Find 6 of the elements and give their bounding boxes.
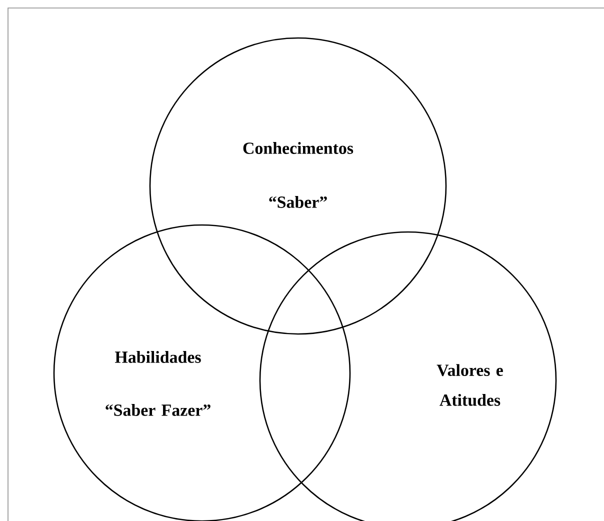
- circle-label: Conhecimentos: [243, 142, 354, 154]
- circle-label: Habilidades: [115, 351, 201, 363]
- circle-label: Valores e Atitudes: [436, 364, 503, 406]
- circle-label: “Saber”: [269, 196, 327, 208]
- circle: [149, 37, 447, 335]
- circle-label: “Saber Fazer”: [106, 404, 210, 416]
